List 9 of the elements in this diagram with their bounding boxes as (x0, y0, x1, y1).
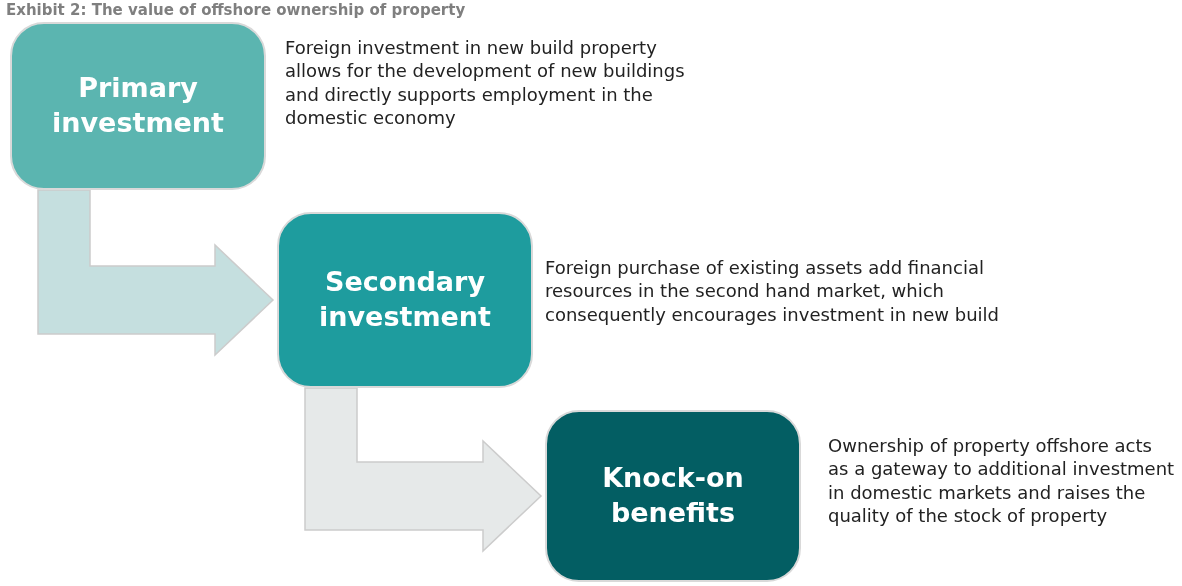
diagram-title: Exhibit 2: The value of offshore ownership of property (6, 1, 466, 19)
description-text: Ownership of property offshore acts as a gateway to additional investment in domestic markets and raises the quality of the stock of property (828, 434, 1176, 528)
primary-step-box: Primary investment (10, 22, 266, 190)
result-step-box: Knock-on benefits (545, 410, 801, 582)
description-text: Foreign investment in new build property allows for the development of new buildings and directly supports employment in the domestic economy (285, 36, 686, 130)
description-text: Foreign purchase of existing assets add financial resources in the second hand market, which consequently encourages investment in new build (545, 256, 1001, 327)
secondary-step-box: Secondary investment (277, 212, 533, 388)
bent-arrow (37, 189, 275, 357)
bent-arrow (304, 387, 543, 553)
